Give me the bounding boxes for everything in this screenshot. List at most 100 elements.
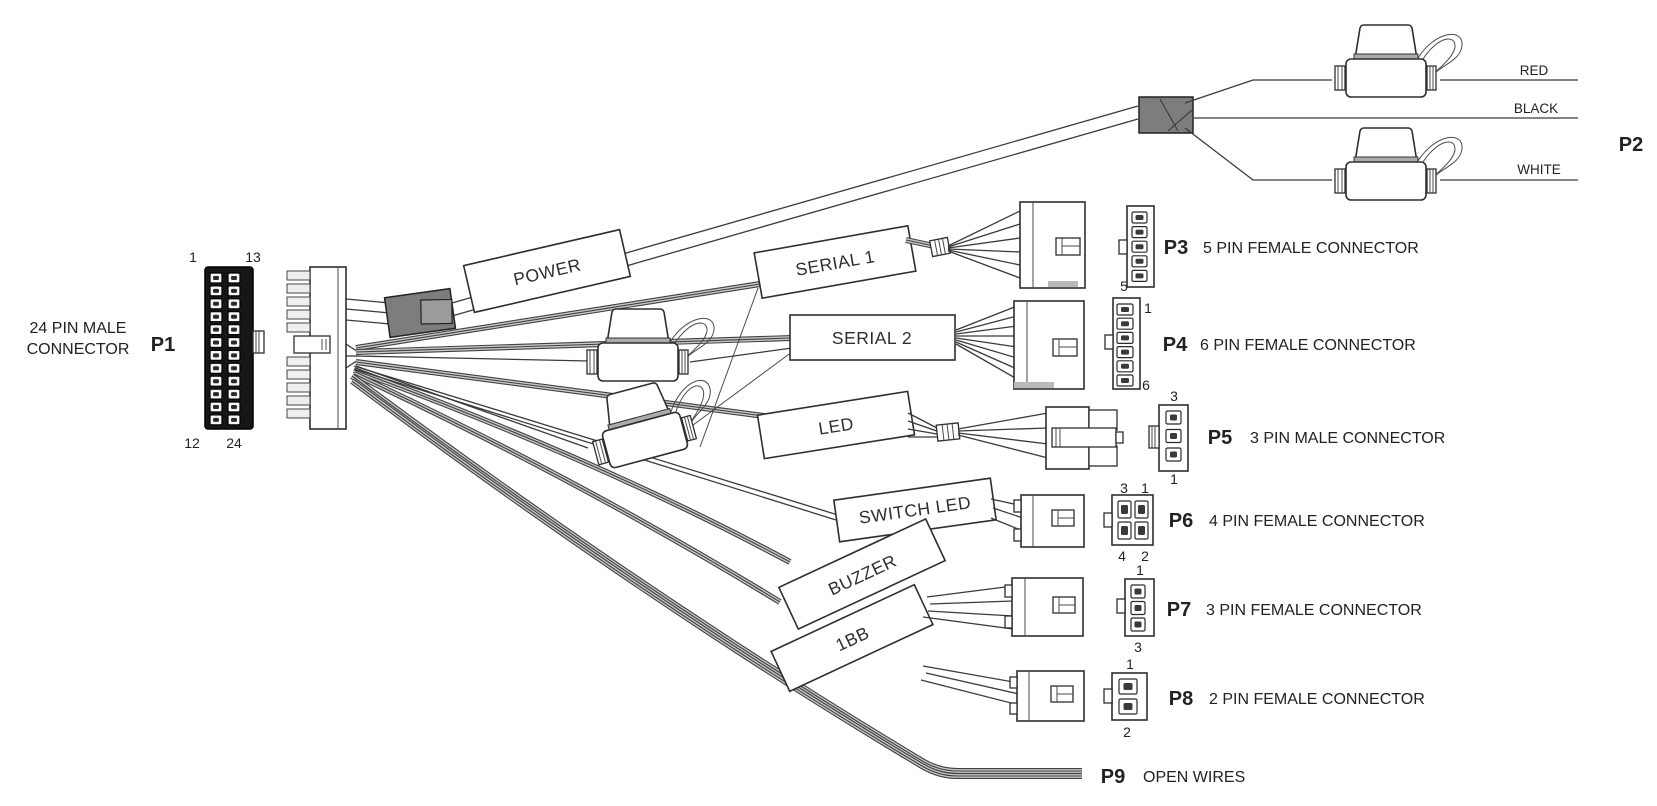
pin-slot (1170, 414, 1177, 421)
p4-housing (1013, 300, 1085, 390)
p5-pin-1: 1 (1170, 471, 1178, 487)
pin-slot (1135, 215, 1144, 220)
pin-slot (1134, 588, 1142, 595)
pin-slot (1135, 258, 1144, 264)
pin-slot (231, 288, 237, 293)
p1-id: P1 (151, 334, 175, 356)
pin-slot (1121, 335, 1129, 341)
fuse-holder-mid-1 (586, 308, 715, 382)
p5-front (1148, 404, 1189, 472)
p5-housing (1045, 406, 1124, 470)
pin-slot (1138, 526, 1145, 535)
serial2-cable (355, 337, 793, 353)
p8-id: P8 (1169, 688, 1193, 710)
power-label-box: POWER (462, 228, 632, 314)
pin-slot (231, 392, 237, 397)
pin-slot (1170, 433, 1177, 439)
p8-pin-1: 1 (1126, 656, 1134, 672)
p1-pin-24: 24 (226, 435, 242, 451)
pin-slot (213, 353, 219, 358)
p4-connector: 1 6 P4 6 PIN FEMALE CONNECTOR (955, 297, 1416, 393)
pin-slot (231, 327, 237, 332)
p1-pin-13: 13 (245, 249, 261, 265)
pin-slot (213, 417, 219, 422)
p8-pin-2: 2 (1123, 724, 1131, 740)
pin-slot (231, 340, 237, 345)
serial2-label: SERIAL 2 (832, 328, 912, 348)
p6-pin-4: 4 (1118, 548, 1126, 564)
p6-id: P6 (1169, 510, 1193, 532)
pin-slot (231, 301, 237, 306)
pin-slot (1121, 363, 1129, 369)
p6-front (1103, 494, 1154, 546)
p7-id: P7 (1167, 599, 1191, 621)
p3-pin-5: 5 (1120, 278, 1128, 294)
p1-pin-grid (209, 272, 241, 426)
p3-housing (1019, 201, 1086, 289)
buzzer-cable (353, 369, 791, 563)
pin-slot (231, 353, 237, 358)
open-wires-cable2 (350, 379, 1082, 778)
p7-housing (1004, 577, 1084, 637)
wire-label-white: WHITE (1517, 162, 1561, 177)
power-splice (383, 287, 457, 339)
p1-type-line1: 24 PIN MALE (30, 320, 127, 337)
pin-slot (231, 366, 237, 371)
p1-side-view (286, 266, 347, 430)
p7-front (1116, 578, 1155, 637)
pin-slot (213, 276, 219, 280)
pin-slot (1170, 451, 1177, 458)
fuse-holder-mid-2 (581, 368, 725, 473)
pin-slot (1121, 349, 1129, 355)
open-wires-cable2 (350, 378, 1082, 779)
pin-slot (213, 392, 219, 397)
p8-housing (1009, 670, 1085, 722)
p1-side-latch (293, 335, 331, 354)
pin-slot (213, 379, 219, 384)
pin-slot (213, 314, 219, 319)
p9-id: P9 (1101, 766, 1125, 788)
p8-front (1103, 672, 1148, 721)
pin-slot (1123, 683, 1133, 690)
pin-slot (213, 327, 219, 332)
pin-slot (1123, 703, 1133, 710)
pin-slot (213, 405, 219, 409)
pin-slot (1138, 505, 1145, 514)
led-label-box: LED (756, 390, 916, 460)
pin-slot (213, 366, 219, 371)
p9-desc: OPEN WIRES (1143, 769, 1245, 786)
pin-slot (1135, 229, 1144, 235)
p5-pin-3: 3 (1170, 388, 1178, 404)
serial2-label-box: SERIAL 2 (789, 314, 956, 361)
pin-slot (231, 314, 237, 319)
p6-desc: 4 PIN FEMALE CONNECTOR (1209, 513, 1425, 530)
pin-slot (231, 417, 237, 422)
open-wires-cable2 (351, 380, 1082, 777)
ibb-label-box: 1BB (770, 583, 934, 693)
pin-slot (1135, 244, 1144, 250)
harness-bundles (345, 105, 1139, 779)
p2-splice (1138, 96, 1194, 134)
p4-id: P4 (1163, 334, 1188, 356)
open-wires-cable (351, 375, 1082, 772)
pin-slot (213, 301, 219, 306)
pin-slot (231, 276, 237, 280)
p4-front (1104, 297, 1141, 390)
p2-id: P2 (1619, 134, 1643, 156)
p6-housing (1013, 494, 1085, 548)
serial1-label-box: SERIAL 1 (753, 224, 917, 300)
p6-pin-3: 3 (1120, 480, 1128, 496)
p3-id: P3 (1164, 237, 1188, 259)
p7-connector: 1 3 P7 3 PIN FEMALE CONNECTOR (922, 562, 1422, 655)
p1-type-line2: CONNECTOR (27, 341, 130, 358)
pin-slot (1121, 505, 1128, 514)
p4-desc: 6 PIN FEMALE CONNECTOR (1200, 337, 1416, 354)
wire-label-red: RED (1520, 63, 1549, 78)
ibb-cable (353, 373, 781, 603)
wire-label-black: BLACK (1514, 101, 1558, 116)
pin-slot (1121, 526, 1128, 535)
fuse-holder-red (1334, 24, 1463, 98)
p8-desc: 2 PIN FEMALE CONNECTOR (1209, 691, 1425, 708)
